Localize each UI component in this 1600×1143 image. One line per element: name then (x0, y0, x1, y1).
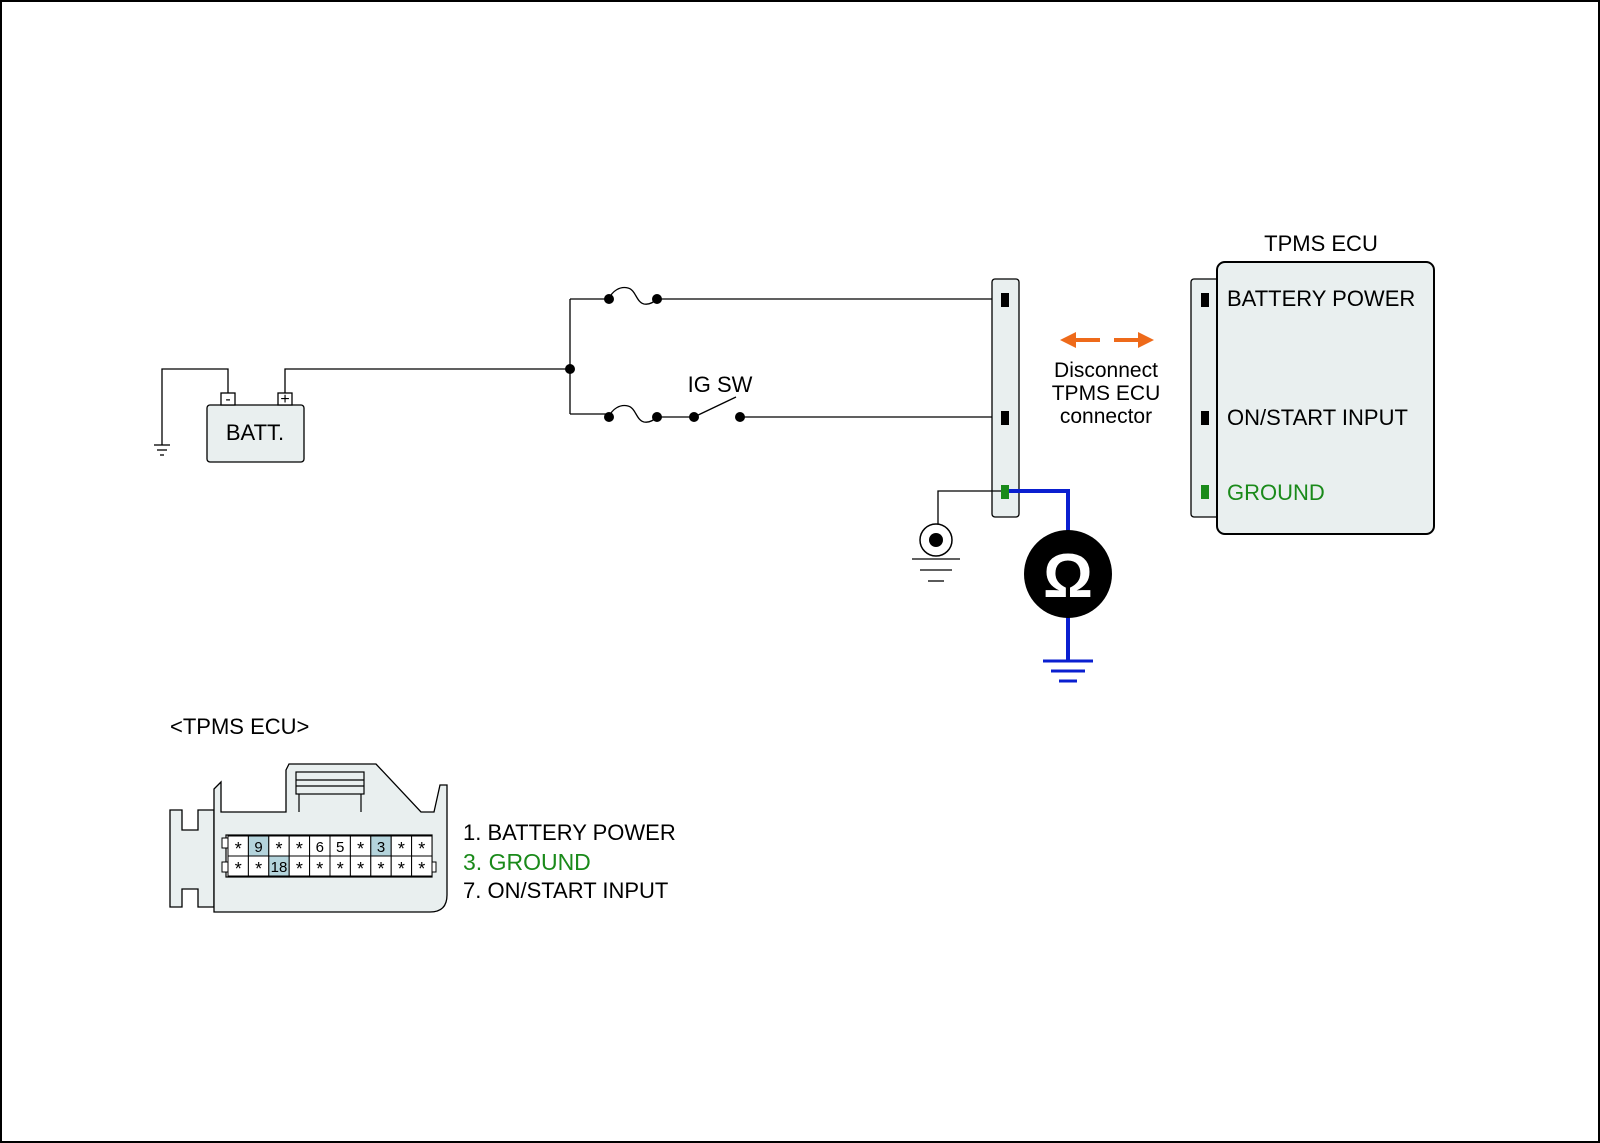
connector-legend-on-start-input: 7. ON/START INPUT (463, 878, 668, 903)
probe-lead-positive (1009, 489, 1070, 532)
ecu-terminal-battery-power: BATTERY POWER (1227, 286, 1415, 311)
battery-minus-sign: - (225, 391, 230, 408)
connector-pin-label: 9 (254, 839, 262, 856)
ecu-terminal-ground: GROUND (1227, 480, 1325, 505)
ecu-pin-on-start (1201, 411, 1209, 425)
connector-pin-label: * (275, 839, 282, 859)
chassis-ground-icon (154, 444, 170, 456)
harness-pin-ground (1001, 485, 1009, 499)
tpms-ecu: TPMS ECU BATTERY POWER ON/START INPUT GR… (1190, 231, 1435, 535)
probe-ground-icon (1043, 659, 1093, 683)
ohmmeter-icon (1024, 530, 1112, 618)
fuse-1-icon (608, 286, 658, 305)
ohm-symbol: Ω (1043, 542, 1093, 611)
connector-pin-label: 18 (271, 859, 288, 876)
disconnect-arrows-icon (1060, 332, 1154, 348)
connector-pin-label: 5 (336, 839, 344, 856)
connector-pin-label: * (357, 839, 364, 859)
battery-positive-wire (284, 368, 570, 393)
connector-pin-cell (411, 855, 433, 877)
connector-pin-label: 3 (377, 839, 385, 856)
ig-switch-icon (693, 396, 737, 418)
ground-point-icon (912, 523, 960, 582)
connector-pin-label: * (255, 859, 262, 879)
ground-wire (937, 490, 1001, 526)
disconnect-text-line1: Disconnect (1054, 359, 1158, 382)
connector-pin-label: * (235, 859, 242, 879)
battery-label: BATT. (226, 420, 284, 445)
ecu-pin-battery-power (1201, 293, 1209, 307)
connector-pin-label: * (296, 839, 303, 859)
disconnect-text-line2: TPMS ECU (1052, 382, 1161, 405)
connector-pin-label: * (398, 839, 405, 859)
connector-pin-label: * (357, 859, 364, 879)
connector-pin-label: * (418, 839, 425, 859)
connector-title: <TPMS ECU> (170, 714, 309, 739)
connector-pin-label: * (418, 859, 425, 879)
ecu-pin-ground (1201, 485, 1209, 499)
connector-legend-ground: 3. GROUND (463, 849, 591, 875)
battery: - + BATT. (206, 391, 305, 463)
connector-legend-battery-power: 1. BATTERY POWER (463, 820, 676, 845)
ig-switch-label: IG SW (688, 372, 753, 397)
ecu-title: TPMS ECU (1264, 231, 1378, 256)
battery-plus-sign: + (280, 391, 289, 408)
connector-pin-label: * (235, 839, 242, 859)
harness-pin-battery-power (1001, 293, 1009, 307)
ecu-body (1216, 261, 1435, 535)
fuse-2-icon (608, 404, 658, 423)
connector-pin-label: 6 (316, 839, 324, 856)
disconnect-text-line3: connector (1060, 405, 1152, 428)
harness-pin-on-start (1001, 411, 1009, 425)
connector-pin-label: * (377, 859, 384, 879)
harness-connector (991, 278, 1020, 518)
battery-negative-wire (161, 368, 229, 445)
connector-pin-label: * (337, 859, 344, 879)
connector-pin-label: * (296, 859, 303, 879)
connector-pin-label: * (398, 859, 405, 879)
ecu-terminal-on-start-input: ON/START INPUT (1227, 405, 1408, 430)
battery-body (206, 404, 305, 463)
connector-pin-label: * (316, 859, 323, 879)
